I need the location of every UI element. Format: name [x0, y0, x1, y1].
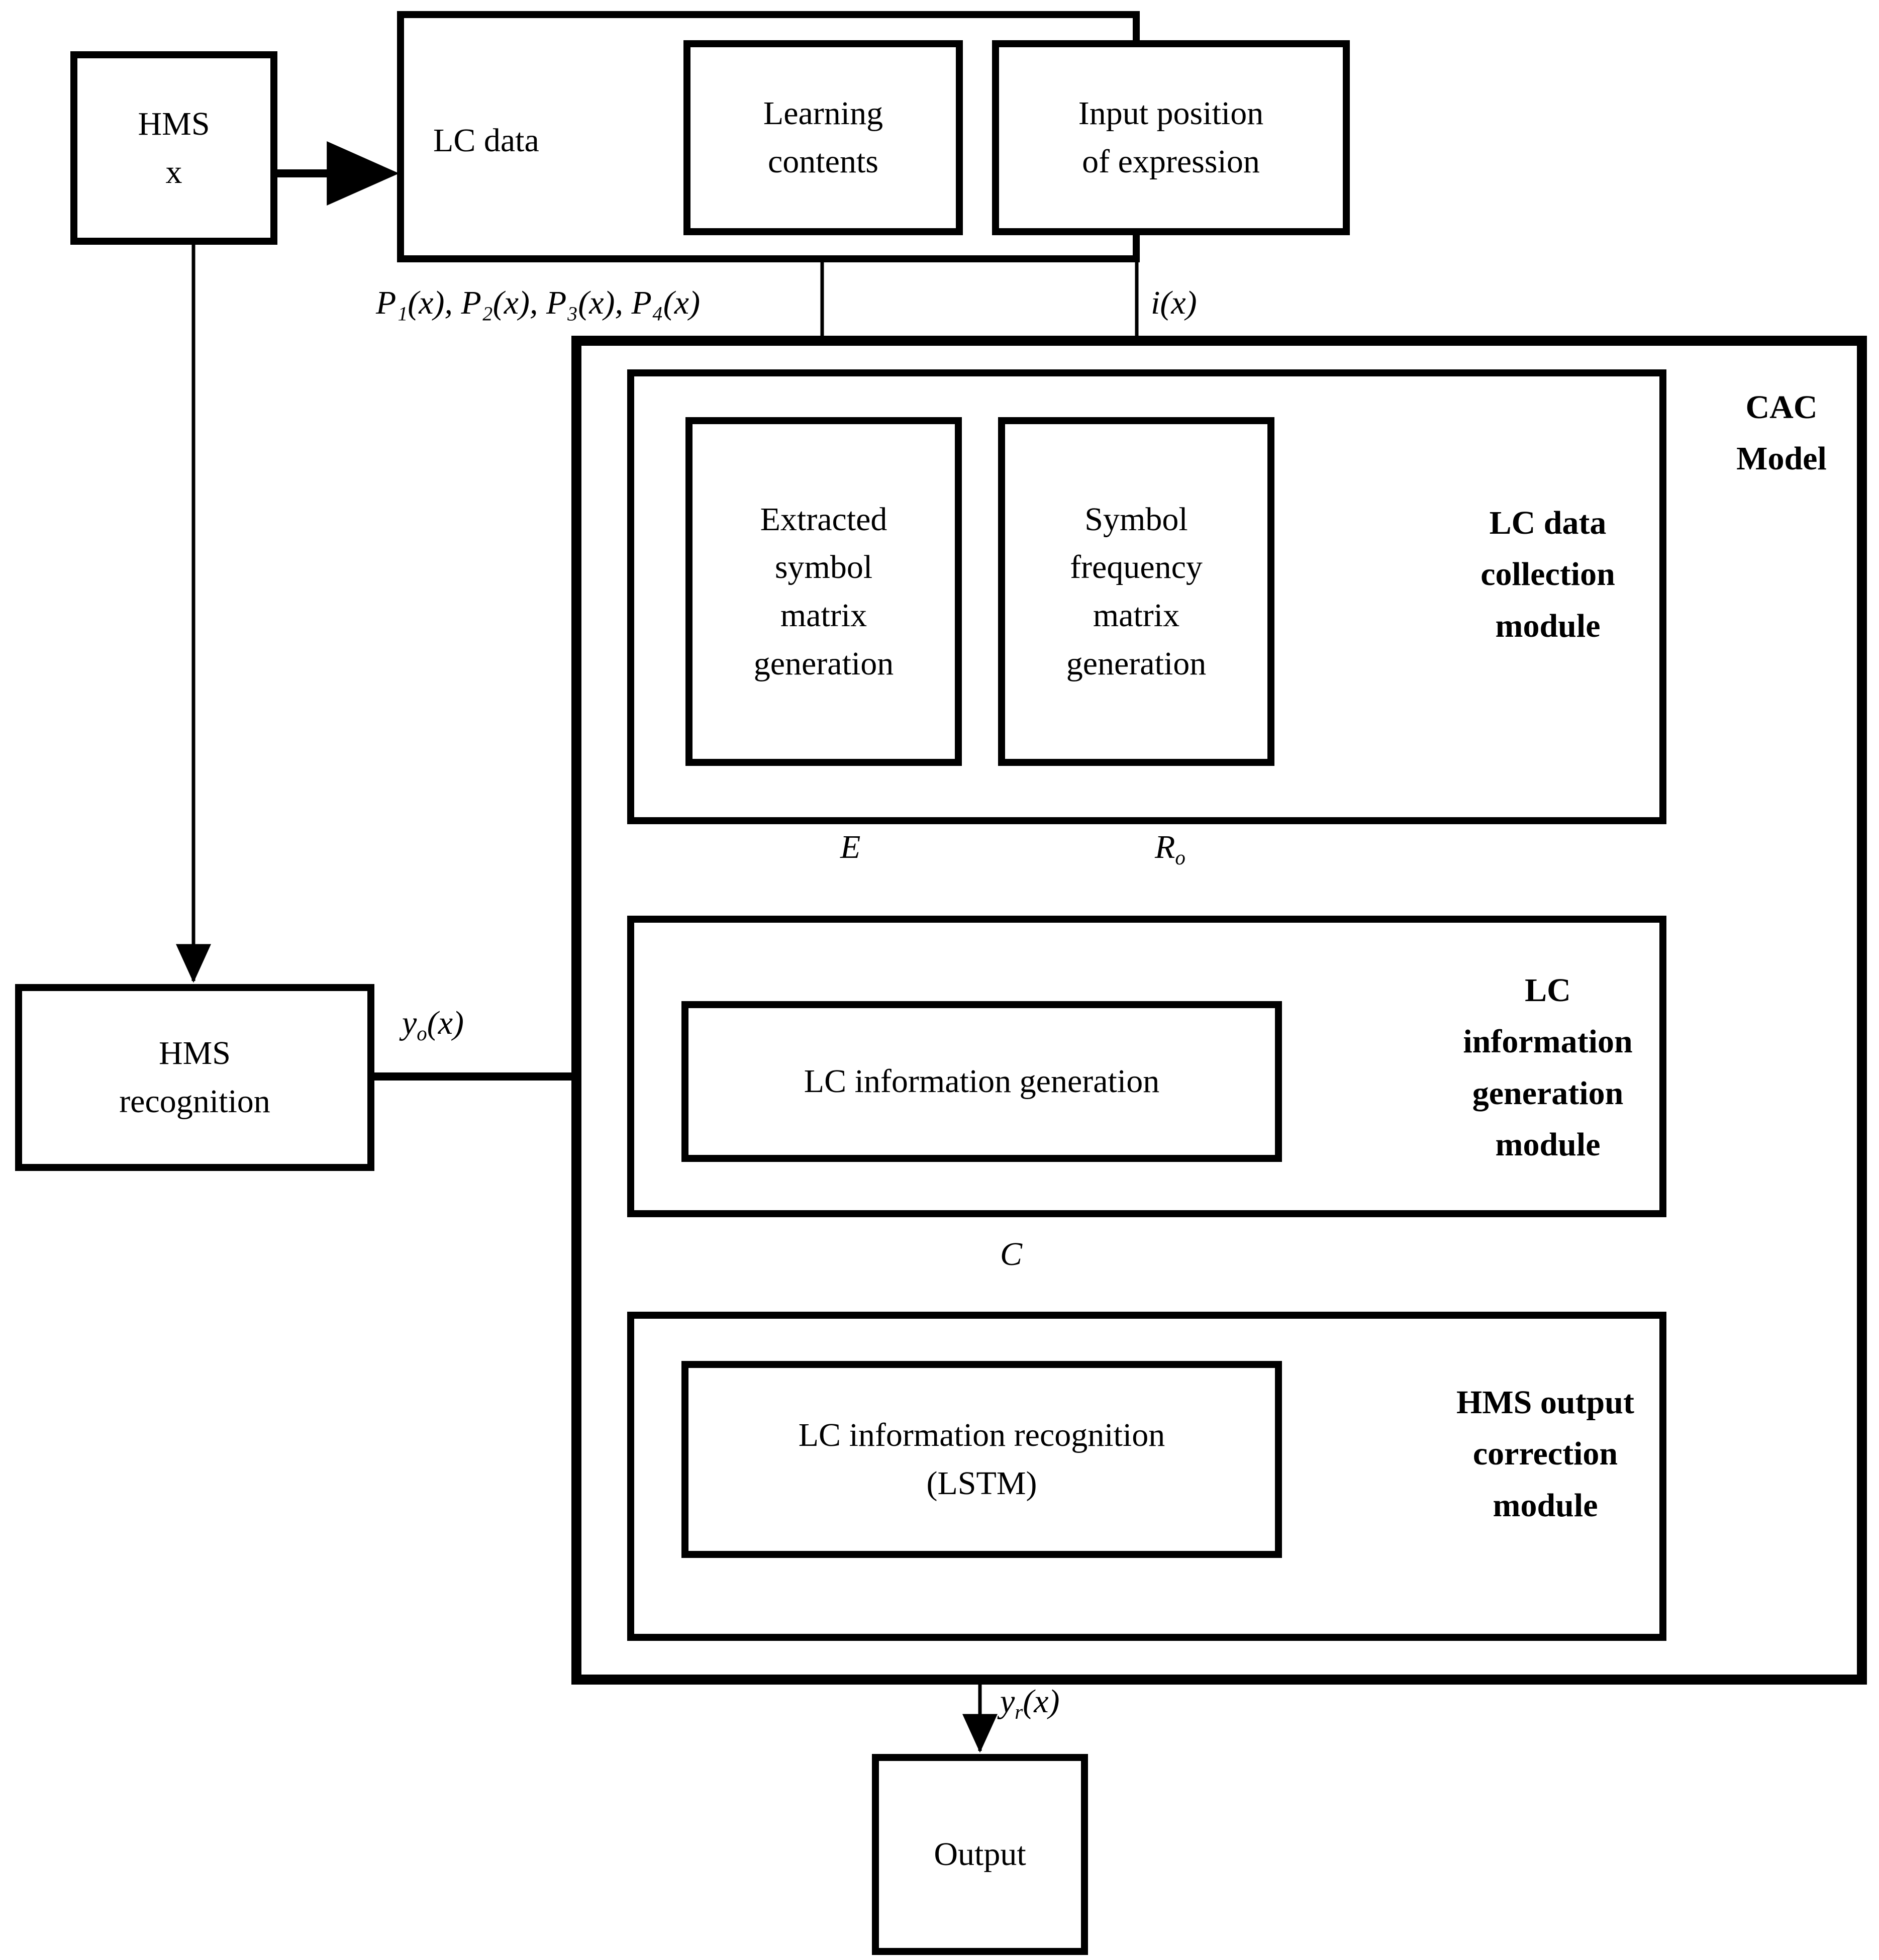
module-lc-information-generation-label: LC information generation module [1463, 972, 1633, 1163]
edge-label-p-functions: P₁(x), P₂(x), P₃(x), P₄(x) [376, 284, 701, 321]
edge-label-extracted-matrix-out: E [840, 829, 861, 865]
node-lc-information-generation-label: LC information generation [804, 1063, 1160, 1100]
node-input-position-label: Input position of expression [1078, 95, 1264, 180]
node-learning-contents-label: Learning contents [763, 95, 883, 180]
edge-label-hms-recognition-out: yo(x) [402, 1004, 464, 1045]
node-extracted-symbol-matrix[interactable]: Extracted symbol matrix generation [685, 417, 962, 766]
node-extracted-symbol-matrix-label: Extracted symbol matrix generation [753, 501, 894, 682]
node-lc-data-label: LC data [433, 122, 539, 159]
cac-model-title: CAC Model [1736, 389, 1827, 477]
edge-label-hms-recognition-out-base: y [402, 1005, 417, 1041]
node-output-label: Output [934, 1836, 1026, 1873]
edge-label-final-output: yr(x) [1000, 1683, 1060, 1724]
node-hms-input[interactable]: HMS x [70, 51, 277, 245]
node-symbol-frequency-matrix[interactable]: Symbol frequency matrix generation [998, 417, 1274, 766]
edge-label-final-output-base: y [1000, 1683, 1015, 1720]
edge-label-lc-info-gen-out: C [1000, 1236, 1023, 1272]
node-output[interactable]: Output [872, 1754, 1088, 1955]
edge-label-frequency-matrix-out: Ro [1155, 828, 1185, 869]
node-learning-contents[interactable]: Learning contents [683, 40, 963, 235]
edge-label-input-index: i(x) [1151, 284, 1197, 321]
edge-label-frequency-matrix-out-base: R [1155, 829, 1175, 865]
edge-label-frequency-matrix-out-sub: o [1175, 846, 1185, 869]
node-symbol-frequency-matrix-label: Symbol frequency matrix generation [1066, 501, 1207, 682]
node-lc-information-generation[interactable]: LC information generation [681, 1001, 1282, 1162]
edge-label-hms-recognition-out-sub: o [417, 1022, 427, 1045]
node-hms-recognition[interactable]: HMS recognition [15, 984, 374, 1171]
node-hms-input-label: HMS x [138, 105, 210, 190]
edge-label-hms-recognition-out-suffix: (x) [427, 1005, 464, 1041]
module-lc-data-collection-label: LC data collection module [1480, 505, 1615, 644]
node-lc-information-recognition[interactable]: LC information recognition (LSTM) [681, 1361, 1282, 1558]
node-lc-information-recognition-label: LC information recognition (LSTM) [798, 1417, 1165, 1502]
edge-label-final-output-sub: r [1015, 1701, 1023, 1724]
edge-label-final-output-suffix: (x) [1023, 1683, 1060, 1720]
node-input-position[interactable]: Input position of expression [992, 40, 1350, 235]
node-hms-recognition-label: HMS recognition [119, 1035, 270, 1120]
module-hms-output-correction-label: HMS output correction module [1456, 1384, 1634, 1524]
